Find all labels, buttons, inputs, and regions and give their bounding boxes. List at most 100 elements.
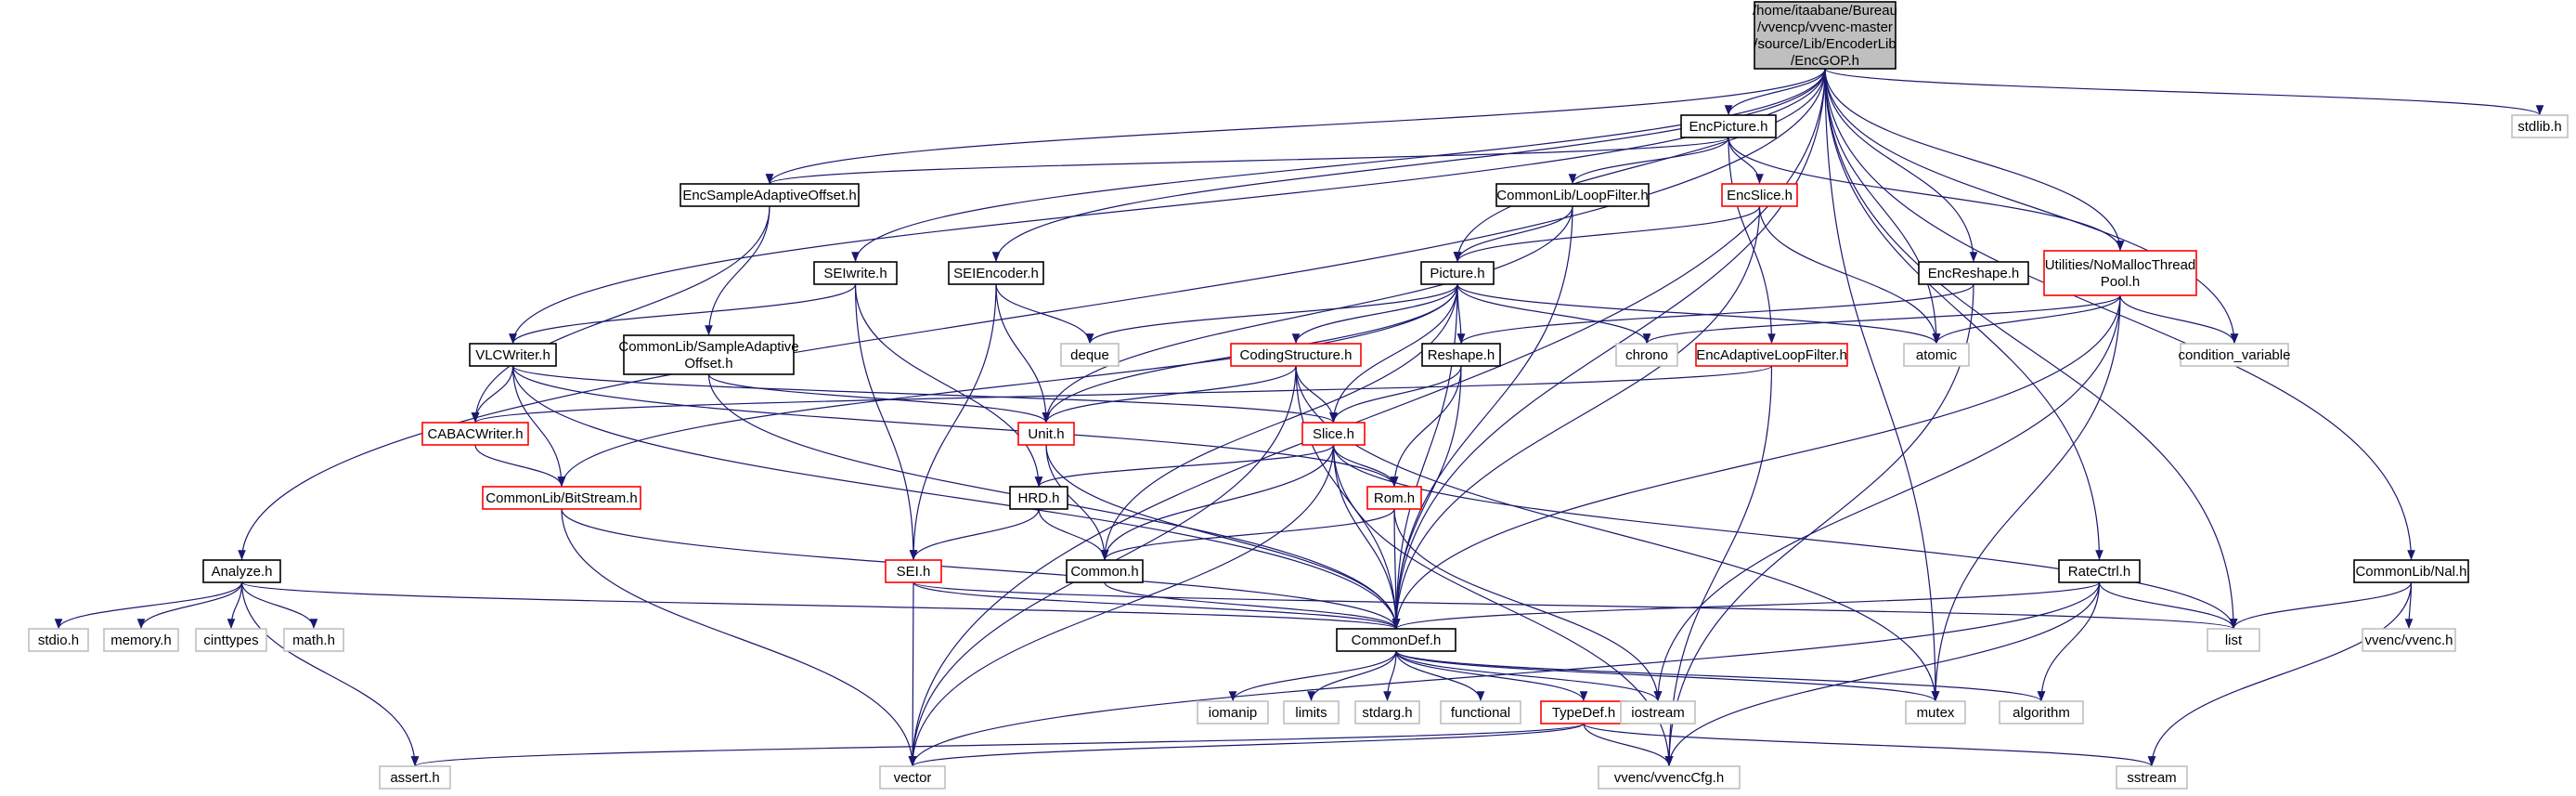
node-box-codingstructure [1230, 343, 1362, 367]
edge-typedef-to-sstream [1583, 723, 2156, 767]
edge-root-to-encpicture [1724, 68, 1826, 116]
node-typedef[interactable]: TypeDef.h [1540, 700, 1627, 724]
node-unit[interactable]: Unit.h [1017, 422, 1075, 446]
node-label-stdarg: stdarg.h [1362, 705, 1412, 721]
node-cinttypes: cinttypes [195, 628, 267, 652]
edge-slice-to-common [1100, 444, 1335, 561]
node-label-iomanip: iomanip [1209, 705, 1258, 721]
edge-picture-to-atomic [1456, 283, 1941, 345]
node-encreshape[interactable]: EncReshape.h [1918, 261, 2029, 285]
node-atomic: atomic [1903, 343, 1970, 367]
edge-threadpool-to-commondef [1392, 294, 2121, 630]
node-vlcwriter[interactable]: VLCWriter.h [469, 343, 557, 367]
edge-root-to-picture [1453, 68, 1826, 263]
node-slice[interactable]: Slice.h [1301, 422, 1366, 446]
node-label-picture: Picture.h [1430, 266, 1484, 281]
node-encslice[interactable]: EncSlice.h [1721, 183, 1798, 207]
node-label-cabacwriter: CABACWriter.h [427, 426, 523, 442]
edge-picture-to-bitstream [557, 283, 1458, 488]
node-label-condvar: condition_variable [2179, 347, 2291, 363]
node-nal[interactable]: CommonLib/Nal.h [2353, 559, 2469, 583]
node-label-unit: Unit.h [1028, 426, 1064, 442]
node-encalf[interactable]: EncAdaptiveLoopFilter.h [1695, 343, 1848, 367]
node-box-iostream [1620, 700, 1696, 724]
node-ratectrl[interactable]: RateCtrl.h [2058, 559, 2141, 583]
edge-hrd-to-sei [909, 508, 1040, 561]
edge-analyze-to-cinttypes [227, 581, 243, 630]
edge-encpicture-to-encslice [1728, 137, 1764, 185]
edge-commondef-to-stdarg [1383, 650, 1397, 702]
node-label-seiwrite: SEIwrite.h [823, 266, 887, 281]
node-loopfilter[interactable]: CommonLib/LoopFilter.h [1495, 183, 1650, 207]
node-box-math [283, 628, 344, 652]
node-seiencoder[interactable]: SEIEncoder.h [948, 261, 1044, 285]
node-commonsao[interactable]: CommonLib/SampleAdaptiveOffset.h [618, 334, 799, 375]
edge-hrd-to-common [1038, 508, 1109, 561]
node-box-loopfilter [1495, 183, 1650, 207]
node-common[interactable]: Common.h [1066, 559, 1144, 583]
node-deque: deque [1060, 343, 1120, 367]
edge-root-to-condvar [1824, 68, 2239, 345]
node-label-encsao: EncSampleAdaptiveOffset.h [682, 188, 856, 203]
edge-ratectrl-to-vvenccfg [1664, 581, 2101, 767]
node-label-typedef: TypeDef.h [1552, 705, 1615, 721]
node-encsao[interactable]: EncSampleAdaptiveOffset.h [680, 183, 860, 207]
edge-ratectrl-to-commondef [1392, 581, 2101, 630]
node-label-encpicture: EncPicture.h [1689, 119, 1767, 135]
edge-typedef-to-assert [411, 723, 1585, 767]
edge-threadpool-to-iostream [1653, 294, 2121, 702]
node-label-reshape: Reshape.h [1428, 347, 1495, 363]
edge-root-to-list [1824, 68, 2238, 630]
node-cabacwriter[interactable]: CABACWriter.h [421, 422, 529, 446]
edge-encalf-to-vvenccfg [1664, 365, 1773, 767]
node-commondef[interactable]: CommonDef.h [1336, 628, 1456, 652]
node-box-list [2207, 628, 2260, 652]
node-encpicture[interactable]: EncPicture.h [1680, 114, 1777, 138]
node-box-ratectrl [2058, 559, 2141, 583]
node-box-vvenccfg [1598, 765, 1741, 789]
edge-slice-to-vector [908, 444, 1335, 767]
node-analyze[interactable]: Analyze.h [202, 559, 281, 583]
edge-seiwrite-to-vlcwriter [509, 283, 857, 345]
edge-slice-to-commondef [1332, 444, 1401, 630]
edge-root-to-atomic [1824, 68, 1941, 345]
edge-root-to-seiwrite [851, 68, 1826, 263]
node-label-ratectrl: RateCtrl.h [2068, 564, 2131, 580]
edge-codingstructure-to-unit [1042, 365, 1297, 424]
node-hrd[interactable]: HRD.h [1009, 486, 1068, 510]
edge-commonsao-to-unit [707, 373, 1051, 424]
node-memory: memory.h [103, 628, 179, 652]
node-functional: functional [1440, 700, 1521, 724]
node-algorithm: algorithm [1999, 700, 2084, 724]
node-root[interactable]: /home/itaabane/Bureau/vvencp/vvenc-maste… [1753, 1, 1897, 70]
edge-commondef-to-typedef [1395, 650, 1588, 702]
node-label-list: list [2225, 633, 2243, 648]
edge-vlcwriter-to-cabacwriter [471, 365, 514, 424]
node-sei[interactable]: SEI.h [885, 559, 942, 583]
node-label-sei: SEI.h [897, 564, 931, 580]
node-rom[interactable]: Rom.h [1366, 486, 1422, 510]
node-label-functional: functional [1451, 705, 1510, 721]
node-box-nal [2353, 559, 2469, 583]
node-bitstream[interactable]: CommonLib/BitStream.h [482, 486, 641, 510]
node-label-loopfilter: CommonLib/LoopFilter.h [1496, 188, 1648, 203]
node-seiwrite[interactable]: SEIwrite.h [813, 261, 898, 285]
node-codingstructure[interactable]: CodingStructure.h [1230, 343, 1362, 367]
node-label-analyze: Analyze.h [212, 564, 273, 580]
node-box-reshape [1421, 343, 1501, 367]
node-reshape[interactable]: Reshape.h [1421, 343, 1501, 367]
node-box-condvar [2180, 343, 2289, 367]
edge-analyze-to-assert [240, 581, 420, 767]
node-box-seiencoder [948, 261, 1044, 285]
edge-common-to-commondef [1104, 581, 1401, 630]
edge-seiencoder-to-deque [995, 283, 1094, 345]
node-box-vlcwriter [469, 343, 557, 367]
node-label-threadpool: Pool.h [2101, 274, 2141, 290]
edge-root-to-analyze [238, 68, 1826, 561]
node-picture[interactable]: Picture.h [1420, 261, 1495, 285]
edge-typedef-to-vector [909, 723, 1585, 767]
node-label-common: Common.h [1070, 564, 1138, 580]
node-label-math: math.h [292, 633, 335, 648]
